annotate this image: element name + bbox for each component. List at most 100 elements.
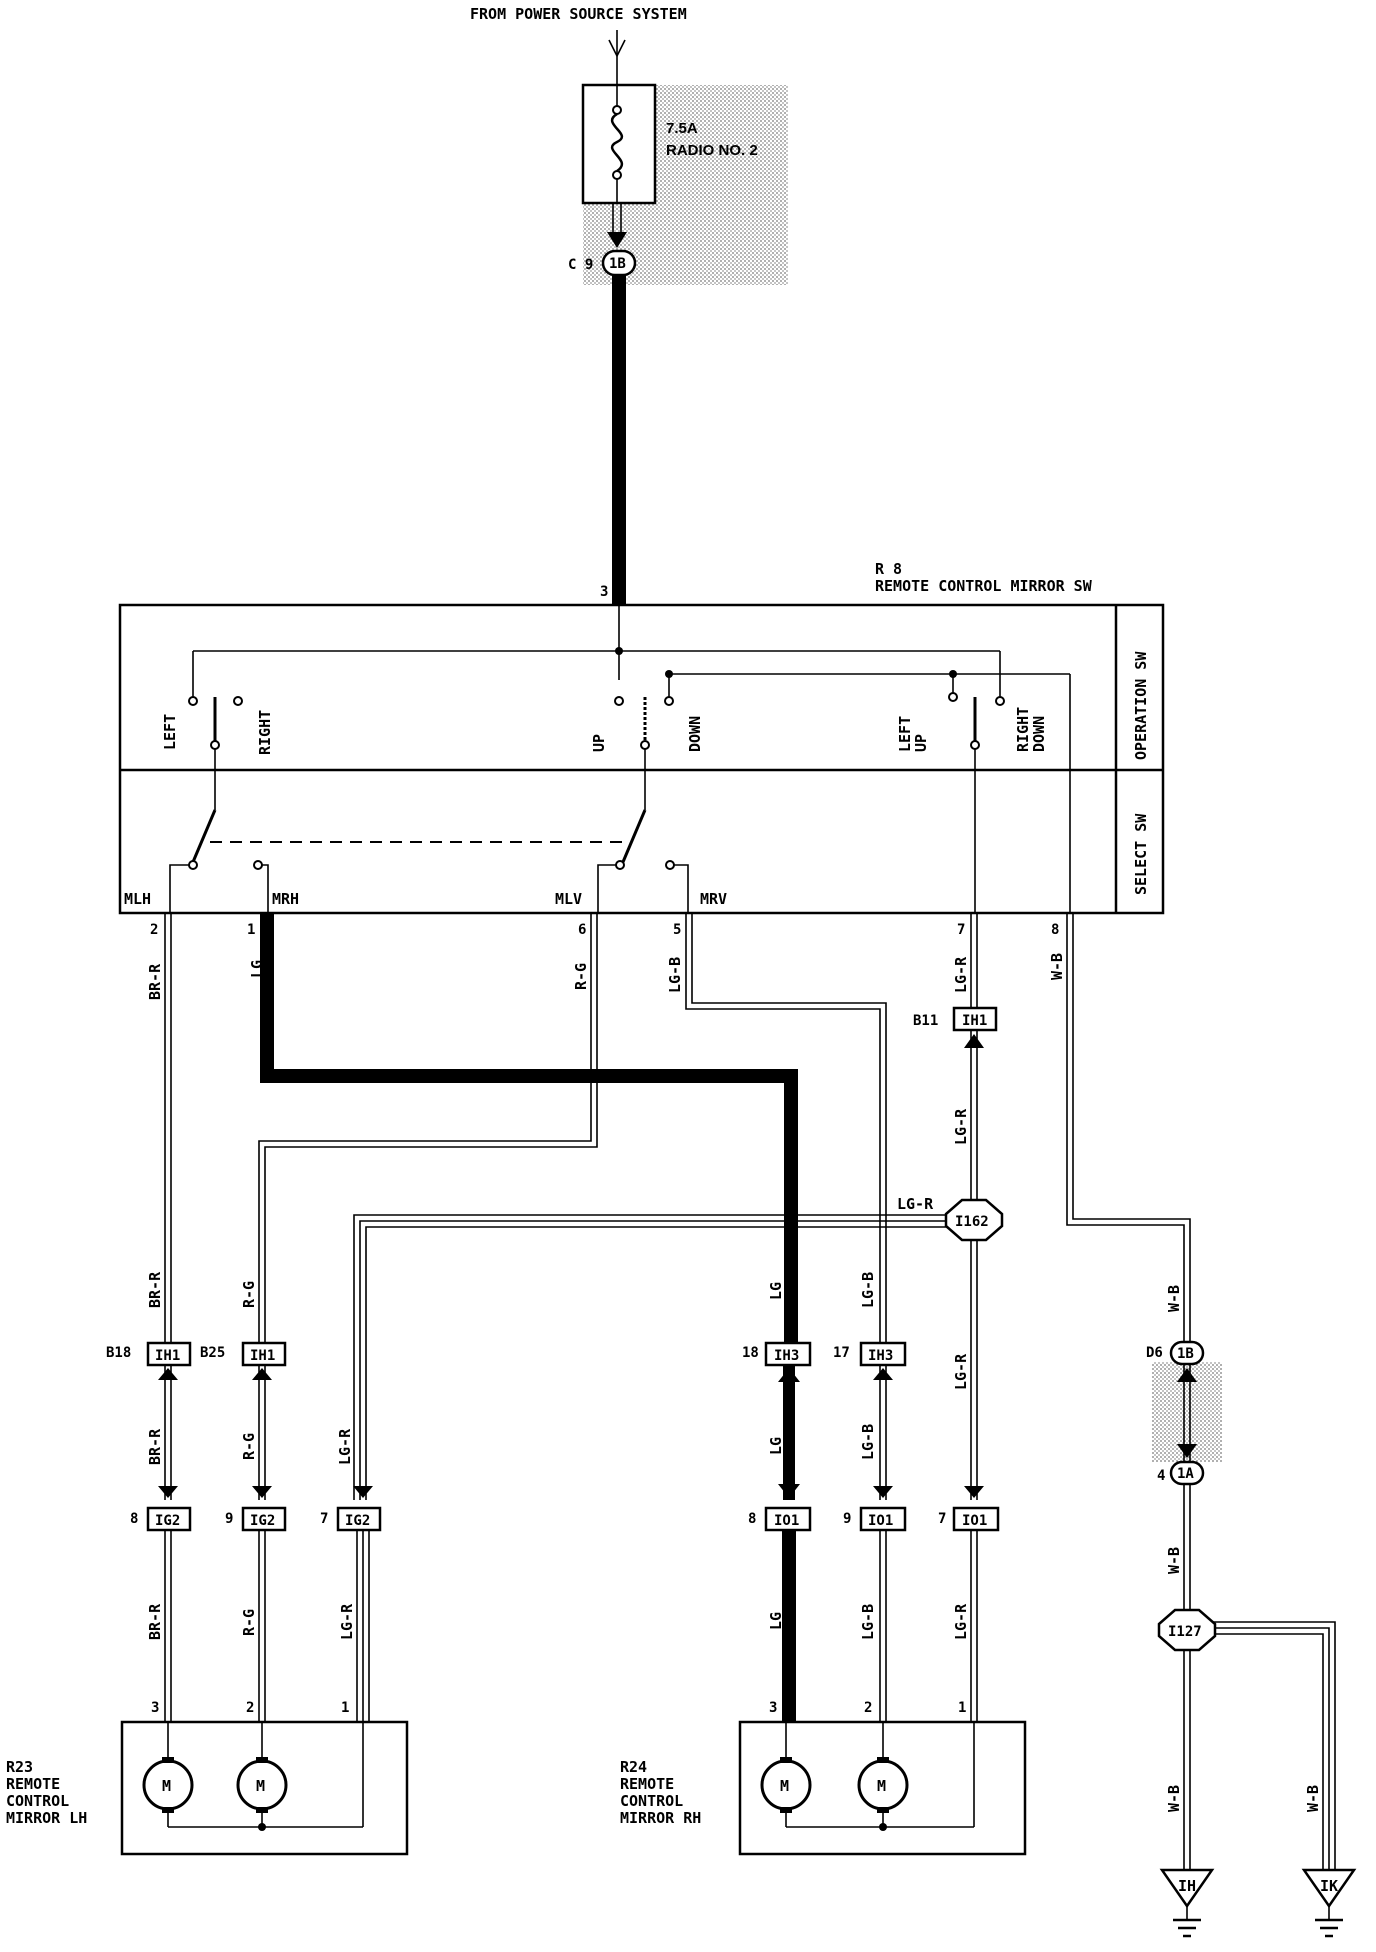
ig2-9-connector [241,1506,287,1532]
terminal-mlv: MLV [555,890,582,908]
mirror-rh-pin-3: 3 [769,1700,777,1716]
operation-bus [192,605,1071,913]
switch-pin-8: 8 [1051,922,1059,938]
p17-code: 17 [833,1345,850,1361]
pos-left-up-2: UP [912,734,930,752]
w-b-ground-wires [1183,1484,1336,1870]
terminal-mrv: MRV [700,890,727,908]
ig2-7-connector [336,1506,382,1532]
p18-code: 18 [742,1345,759,1361]
lg-b-label-1: LG-B [666,957,684,993]
select-switch [169,809,689,913]
lg-r-branch-label: LG-R [897,1195,934,1213]
io1-7-id: IO1 [962,1513,987,1529]
ig2-8-id: IG2 [155,1513,180,1529]
switch-pin-7: 7 [957,922,965,938]
switch-body [118,603,1165,915]
motor-icon [760,1757,812,1813]
fuse-name: RADIO NO. 2 [666,142,758,159]
w-b-label-4: W-B [1165,1785,1183,1812]
mirror-lh-internal [167,1722,364,1831]
operation-sw-label: OPERATION SW [1132,651,1150,760]
lg-wire [260,913,798,1343]
lg-label-3: LG [767,1437,785,1455]
mirror-lh-line2: CONTROL [6,1792,69,1810]
br-r-label-1: BR-R [146,963,164,1000]
io1-9-id: IO1 [868,1513,893,1529]
ig2-8-connector [146,1506,192,1532]
io1-8-id: IO1 [774,1513,799,1529]
source-label: FROM POWER SOURCE SYSTEM [470,5,687,23]
motor-label: M [877,1777,886,1795]
ig2-7-code: 7 [320,1511,328,1527]
mirror-lh-pin-1: 1 [341,1700,349,1716]
b11-code: B11 [913,1013,938,1029]
ground-icon [1301,1868,1357,1938]
lg-label-4: LG [767,1612,785,1630]
lg-r-label-3: LG-R [952,1353,970,1390]
i127-junction [1157,1608,1217,1652]
b25-connector [241,1341,287,1367]
r-g-label-1: R-G [572,963,590,990]
motor-icon [142,1757,194,1813]
pos-up: UP [590,734,608,752]
gr-wire-label: GR [608,430,626,449]
b25-id: IH1 [250,1348,275,1364]
w-b-label-3: W-B [1165,1547,1183,1574]
mirror-rh-pin-1: 1 [958,1700,966,1716]
mirror-feed-wires [164,1530,978,1722]
motor-icon [857,1757,909,1813]
r-g-label-4: R-G [240,1609,258,1636]
p4-connector [1169,1460,1205,1486]
ground-ih-label: IH [1178,1877,1196,1895]
switch-pin-2: 2 [150,922,158,938]
lg-r-wire [970,913,978,1500]
br-r-label-3: BR-R [146,1428,164,1465]
io1-9-connector [859,1506,907,1532]
c9-id: 1B [609,256,626,272]
p18-id: IH3 [774,1348,799,1364]
mirror-rh-line1: REMOTE [620,1775,674,1793]
b11-arrow [964,1034,984,1048]
ig2-9-id: IG2 [250,1513,275,1529]
br-r-wire [164,913,172,1345]
lg-b-label-3: LG-B [859,1424,877,1460]
lg-r-label-2: LG-R [952,1108,970,1145]
mirror-lh-pin-2: 2 [246,1700,254,1716]
br-r-label-4: BR-R [146,1603,164,1640]
io1-9-code: 9 [843,1511,851,1527]
io1-7-code: 7 [938,1511,946,1527]
w-b-wire [1066,913,1191,1343]
mirror-rh-pin-2: 2 [864,1700,872,1716]
terminal-mrh: MRH [272,890,299,908]
w-b-label-5: W-B [1304,1785,1322,1812]
switch-name: REMOTE CONTROL MIRROR SW [875,577,1093,595]
lg-r-branch-label-2: LG-R [336,1428,354,1465]
lg-label-1: LG [248,960,266,978]
fuse-rating: 7.5A [666,120,698,137]
motor-label: M [162,1777,171,1795]
w-b-label-1: W-B [1048,953,1066,980]
lg-b-label-2: LG-B [859,1272,877,1308]
motor-icon [236,1757,288,1813]
mirror-lh-line3: MIRROR LH [6,1809,87,1827]
d6-connector [1169,1340,1205,1366]
d6-code: D6 [1146,1345,1163,1361]
fuse-icon [610,86,624,203]
double-arrows [158,1365,984,1500]
lg-r-label-4: LG-R [952,1603,970,1640]
pos-right-down-2: DOWN [1030,716,1048,752]
mirror-lh-pin-3: 3 [151,1700,159,1716]
i162-junction [944,1198,1004,1242]
p4-id: 1A [1177,1466,1194,1482]
mirror-rh-internal [785,1722,975,1831]
select-sw-label: SELECT SW [1132,813,1150,895]
lg-b-wire [685,913,887,1345]
source-arrow [608,30,626,86]
ig2-9-code: 9 [225,1511,233,1527]
motor-label: M [256,1777,265,1795]
ground-icon [1159,1868,1215,1938]
fuse-to-c9-wire [607,203,627,248]
w-b-label-2: W-B [1165,1285,1183,1312]
